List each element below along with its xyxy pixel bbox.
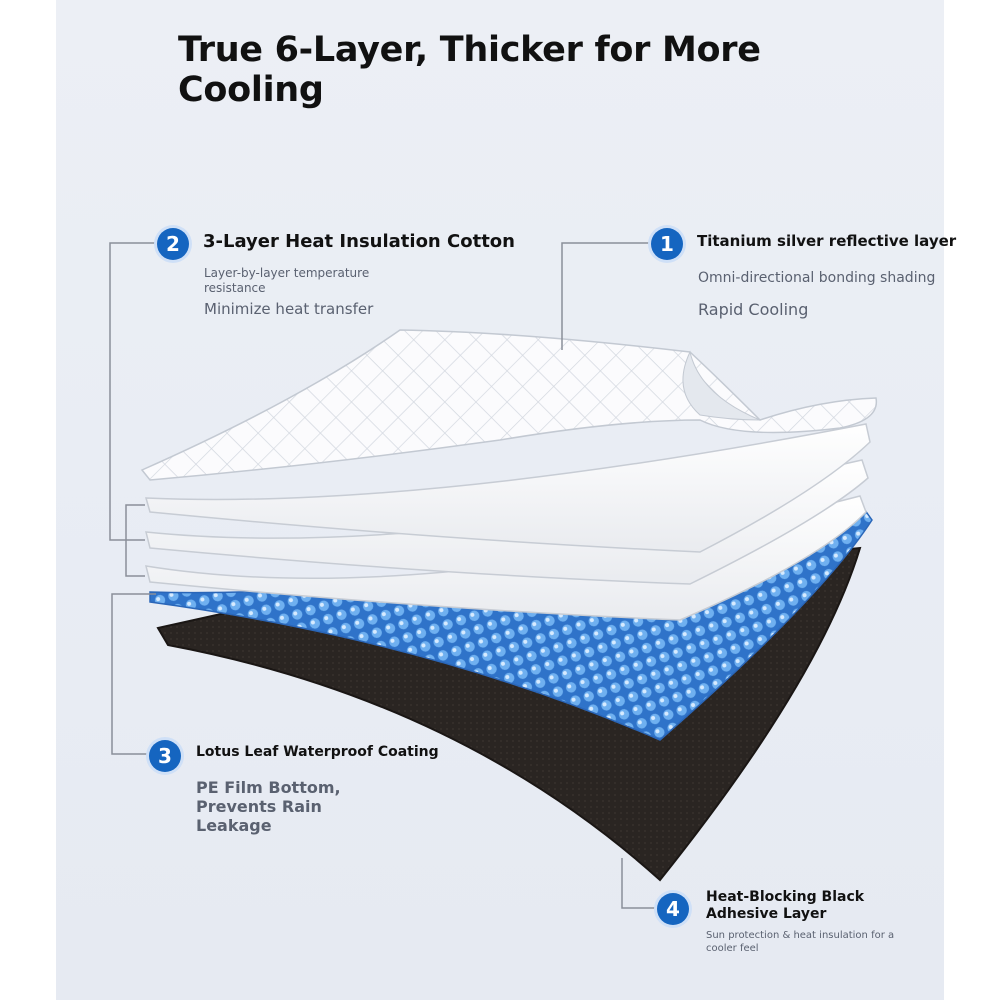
- callout-3-heading: Lotus Leaf Waterproof Coating: [196, 744, 439, 760]
- callout-2-detail-3: Minimize heat transfer: [204, 300, 373, 318]
- callout-4-heading-line-2: Adhesive Layer: [706, 906, 826, 922]
- callout-3-detail-2: Prevents Rain: [196, 797, 322, 816]
- callout-1-detail-1: Omni-directional bonding shading: [698, 270, 935, 286]
- callout-1-heading: Titanium silver reflective layer: [697, 232, 956, 250]
- badge-2: 2: [157, 228, 189, 260]
- badge-3: 3: [149, 740, 181, 772]
- page-title: True 6-Layer, Thicker for More Cooling: [178, 30, 818, 110]
- callout-3-detail-3: Leakage: [196, 816, 272, 835]
- callout-2-detail-2: resistance: [204, 281, 266, 295]
- badge-1: 1: [651, 228, 683, 260]
- callout-3-detail-1: PE Film Bottom,: [196, 778, 341, 797]
- callout-4-detail-2: cooler feel: [706, 943, 759, 954]
- callout-2-detail-1: Layer-by-layer temperature: [204, 266, 369, 280]
- callout-2-heading: 3-Layer Heat Insulation Cotton: [203, 231, 515, 252]
- leader-line-2: [110, 243, 157, 540]
- callout-4-heading-line-1: Heat-Blocking Black: [706, 889, 864, 905]
- leader-line-3: [112, 594, 156, 754]
- callout-4-detail-1: Sun protection & heat insulation for a: [706, 930, 894, 941]
- leader-line-1: [562, 243, 650, 350]
- callout-1-detail-2: Rapid Cooling: [698, 300, 808, 319]
- badge-4: 4: [657, 893, 689, 925]
